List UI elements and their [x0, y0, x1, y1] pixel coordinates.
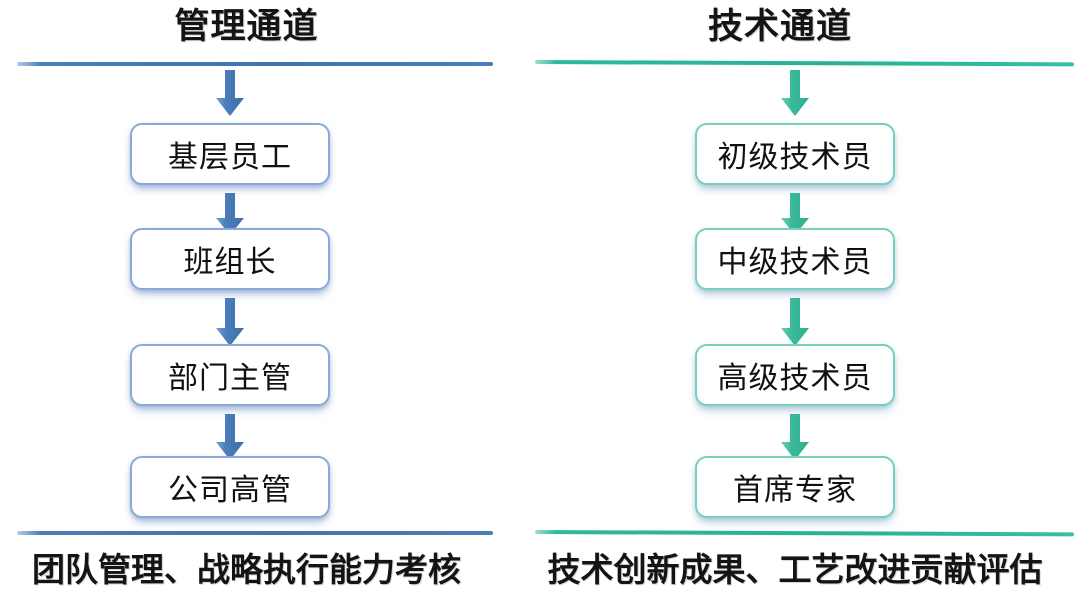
technical-step-2[interactable]: 中级技术员 [695, 228, 895, 290]
technical-step-1[interactable]: 初级技术员 [695, 123, 895, 185]
technical-channel-title: 技术通道 [707, 7, 852, 47]
down-arrow-icon [214, 414, 246, 462]
technical-channel-panel: 技术通道 初级技术员 [520, 0, 1074, 597]
down-arrow-icon [779, 298, 811, 348]
technical-bottom-divider [534, 530, 1074, 537]
management-channel-title: 管理通道 [174, 7, 319, 47]
management-step-3[interactable]: 部门主管 [130, 344, 330, 406]
technical-top-divider [534, 60, 1074, 67]
technical-step-3[interactable]: 高级技术员 [695, 344, 895, 406]
down-arrow-icon [214, 70, 246, 118]
management-step-1[interactable]: 基层员工 [130, 123, 330, 185]
management-step-4[interactable]: 公司高管 [130, 456, 330, 518]
management-step-2[interactable]: 班组长 [130, 228, 330, 290]
management-caption: 团队管理、战略执行能力考核 [32, 550, 461, 589]
down-arrow-icon [779, 70, 811, 118]
management-top-divider [17, 62, 493, 66]
down-arrow-icon [779, 193, 811, 237]
down-arrow-icon [779, 414, 811, 462]
down-arrow-icon [214, 298, 246, 348]
management-channel-panel: 管理通道 基层员工 [0, 0, 510, 597]
down-arrow-icon [214, 193, 246, 237]
technical-caption: 技术创新成果、工艺改进贡献评估 [547, 550, 1043, 589]
technical-step-4[interactable]: 首席专家 [695, 456, 895, 518]
management-bottom-divider [17, 531, 493, 535]
